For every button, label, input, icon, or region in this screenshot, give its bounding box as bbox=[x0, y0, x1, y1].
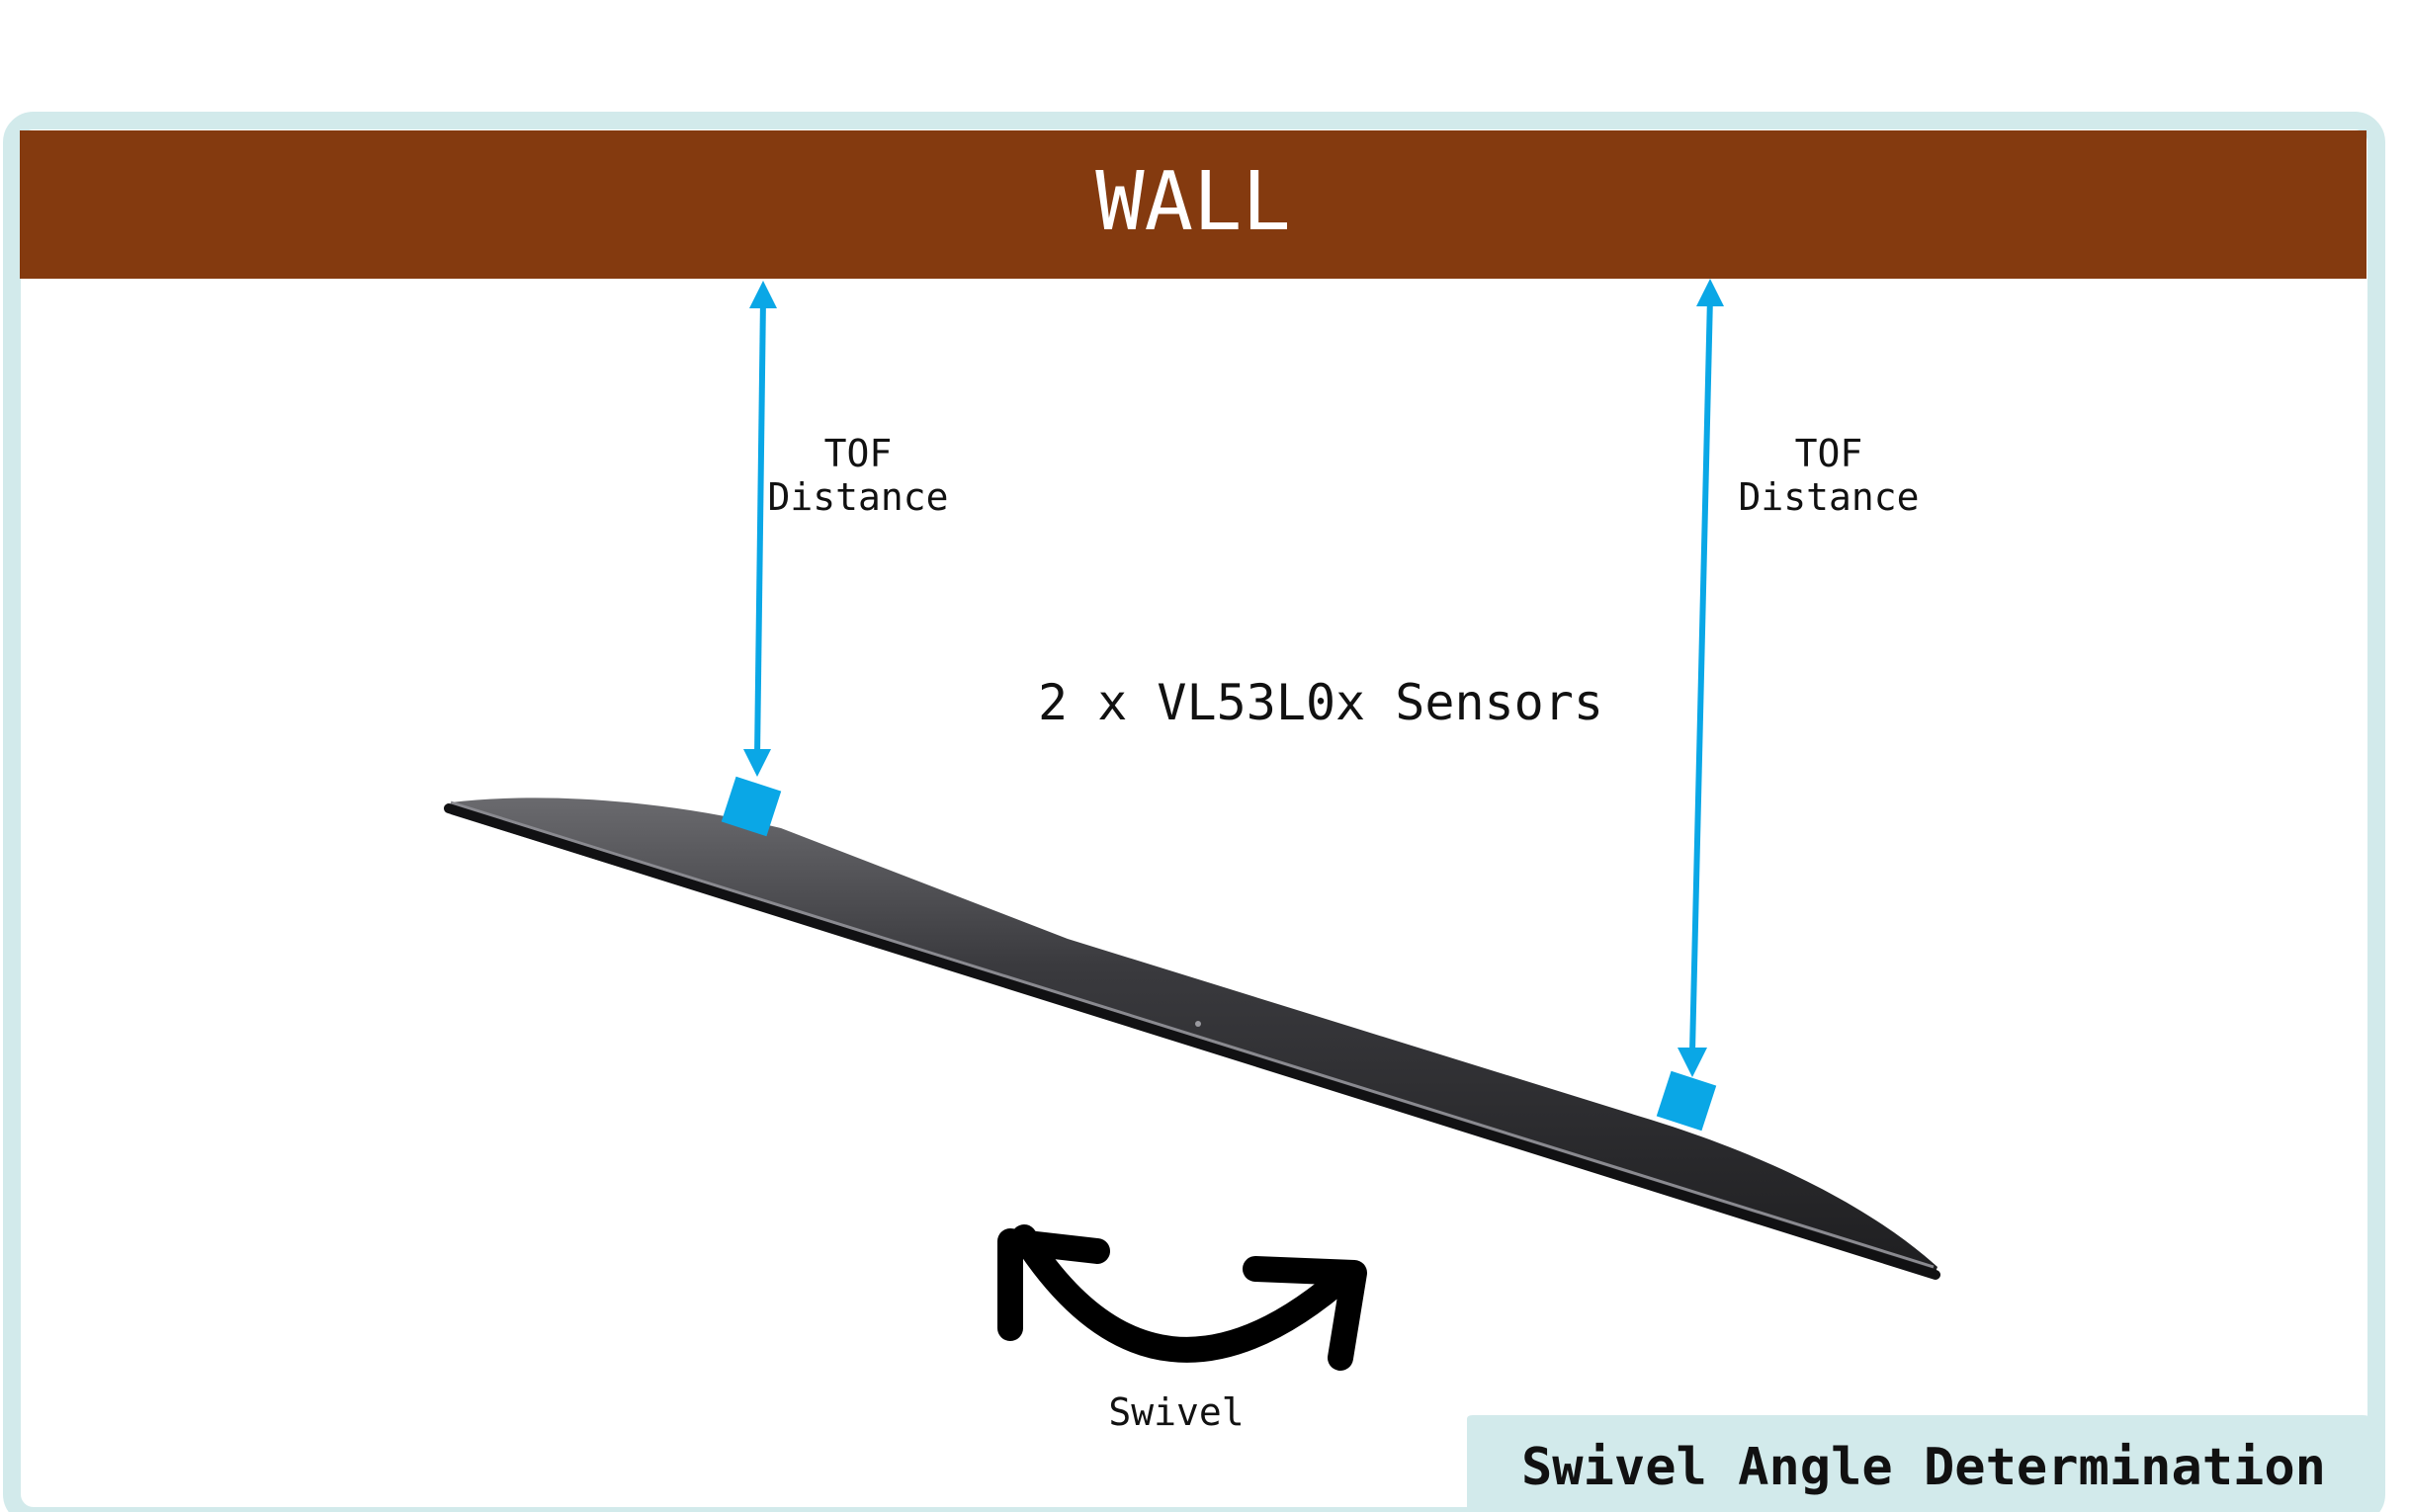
right-tof-arrow bbox=[1678, 279, 1724, 1077]
tv-top-view-icon bbox=[444, 798, 1940, 1280]
wall-label: WALL bbox=[1095, 155, 1290, 249]
left-sensor-icon bbox=[721, 776, 782, 837]
right-tof-label-line2: Distance bbox=[1738, 475, 1919, 519]
right-sensor-icon bbox=[1656, 1070, 1717, 1132]
diagram-frame bbox=[3, 112, 2385, 1512]
sensor-caption: 2 x VL53L0x Sensors bbox=[1038, 674, 1603, 731]
left-tof-arrow bbox=[743, 281, 777, 777]
wall-band bbox=[20, 130, 2367, 279]
left-tof-label-line2: Distance bbox=[767, 475, 948, 519]
diagram-title: Swivel Angle Determination bbox=[1521, 1438, 2326, 1497]
right-tof-label-line1: TOF bbox=[1795, 432, 1863, 475]
curved-double-arrow-icon bbox=[997, 1224, 1367, 1371]
title-tab bbox=[1467, 1415, 2376, 1512]
swivel-label: Swivel bbox=[1108, 1390, 1244, 1434]
left-tof-label-line1: TOF bbox=[824, 432, 893, 475]
